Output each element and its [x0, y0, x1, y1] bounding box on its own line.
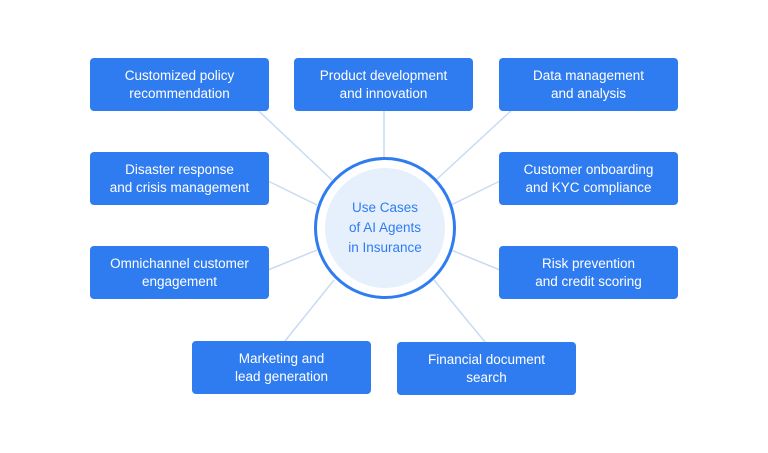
- node-label: Marketing and lead generation: [234, 350, 329, 384]
- node-disaster-response: Disaster response and crisis management: [90, 152, 269, 205]
- connector-line: [267, 180, 318, 206]
- connector-line: [267, 249, 318, 271]
- node-label: Customer onboarding and KYC compliance: [523, 161, 654, 195]
- node-data-management: Data management and analysis: [499, 58, 678, 111]
- node-marketing-lead-generation: Marketing and lead generation: [192, 341, 371, 394]
- connector-line: [433, 279, 486, 343]
- node-risk-prevention: Risk prevention and credit scoring: [499, 246, 678, 299]
- node-label: Customized policy recommendation: [124, 67, 235, 101]
- node-label: Data management and analysis: [532, 67, 645, 101]
- node-financial-document-search: Financial document search: [397, 342, 576, 395]
- node-label: Omnichannel customer engagement: [110, 255, 249, 289]
- node-label: Product development and innovation: [319, 67, 448, 101]
- node-label: Disaster response and crisis management: [109, 161, 250, 195]
- center-title: Use Cases of AI Agents in Insurance: [348, 200, 422, 255]
- center-hub: Use Cases of AI Agents in Insurance: [325, 168, 445, 288]
- node-label: Financial document search: [427, 351, 546, 385]
- connector-line: [450, 249, 501, 271]
- connector-line: [450, 180, 501, 206]
- node-omnichannel-engagement: Omnichannel customer engagement: [90, 246, 269, 299]
- node-customized-policy-recommendation: Customized policy recommendation: [90, 58, 269, 111]
- node-label: Risk prevention and credit scoring: [535, 255, 642, 289]
- node-customer-onboarding: Customer onboarding and KYC compliance: [499, 152, 678, 205]
- connector-line: [284, 279, 335, 342]
- node-product-development: Product development and innovation: [294, 58, 473, 111]
